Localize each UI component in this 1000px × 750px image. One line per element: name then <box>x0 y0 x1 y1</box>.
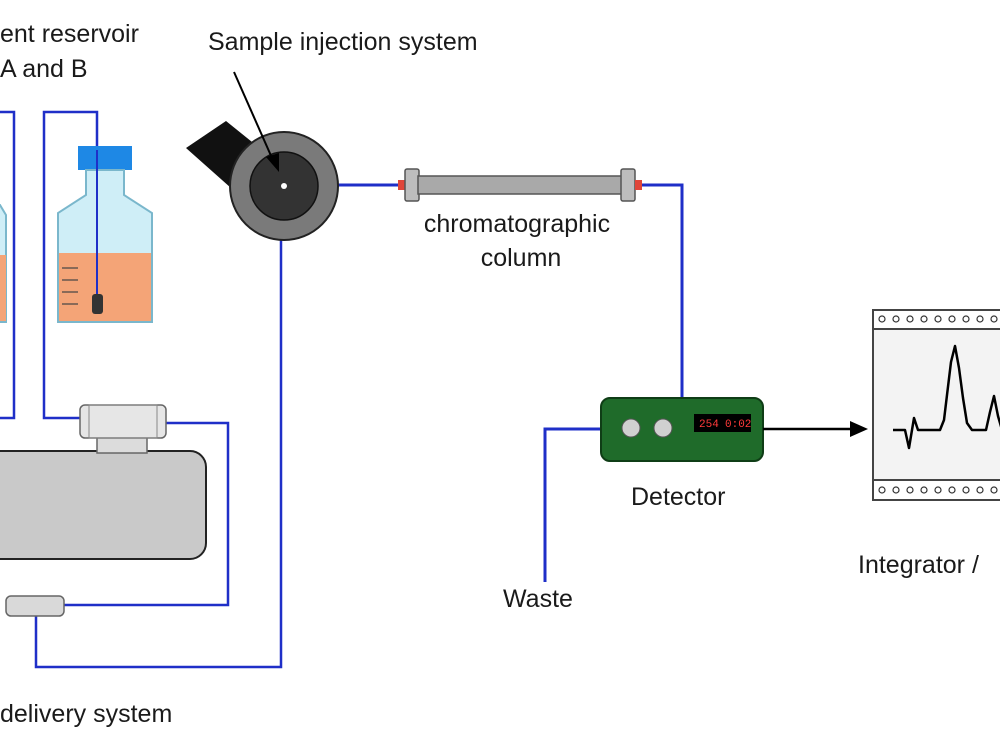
label-injection-system: Sample injection system <box>208 28 478 56</box>
chromatographic-column <box>398 168 642 202</box>
detector-knob-1 <box>621 418 641 438</box>
label-delivery-system: delivery system <box>0 700 172 728</box>
tube-reservoir-a <box>0 110 16 420</box>
label-waste: Waste <box>503 585 573 613</box>
label-reservoir-line2: A and B <box>0 55 88 83</box>
reservoir-bottle-a <box>0 204 7 323</box>
integrator <box>872 309 1000 501</box>
detector: 254 0:02 <box>600 397 764 462</box>
injector <box>186 121 339 241</box>
tube-column-to-detector <box>642 183 684 398</box>
tube-detector-to-waste <box>543 427 601 582</box>
pump-body <box>0 450 207 560</box>
detector-time: 0:02 <box>725 419 751 431</box>
label-column-line1: chromatographic <box>424 210 610 238</box>
label-detector: Detector <box>631 483 725 511</box>
sprocket-holes-bottom <box>878 486 998 494</box>
column-fitting-right <box>635 180 642 190</box>
arrow-right-icon <box>763 421 868 437</box>
column-endcap-left <box>404 168 420 202</box>
pump <box>0 404 207 560</box>
detector-display <box>694 414 751 432</box>
tube-pump-to-filter <box>64 421 230 607</box>
sprocket-holes-top <box>878 315 998 323</box>
detector-knob-2 <box>653 418 673 438</box>
pump-head <box>79 404 167 439</box>
injector-port <box>281 183 287 189</box>
column-body <box>417 175 623 195</box>
inlet-filter <box>92 294 103 314</box>
label-reservoir-line1: ent reservoir <box>0 20 139 48</box>
recorder-paper <box>872 309 1000 501</box>
bottle-cap <box>78 146 132 170</box>
solvent-level <box>59 253 151 321</box>
inline-filter <box>5 595 65 617</box>
labels: ent reservoir A and B Sample injection s… <box>0 20 979 728</box>
detector-wavelength: 254 <box>699 419 719 431</box>
tube-filter-to-injector <box>34 232 283 669</box>
chromatogram-trace <box>893 344 1000 450</box>
reservoir-bottle-b <box>57 146 153 323</box>
injection-pointer-arrow <box>233 71 279 172</box>
label-column-line2: column <box>481 244 562 272</box>
column-endcap-right <box>620 168 636 202</box>
label-integrator: Integrator / <box>858 551 979 579</box>
column-fitting-left <box>398 180 405 190</box>
